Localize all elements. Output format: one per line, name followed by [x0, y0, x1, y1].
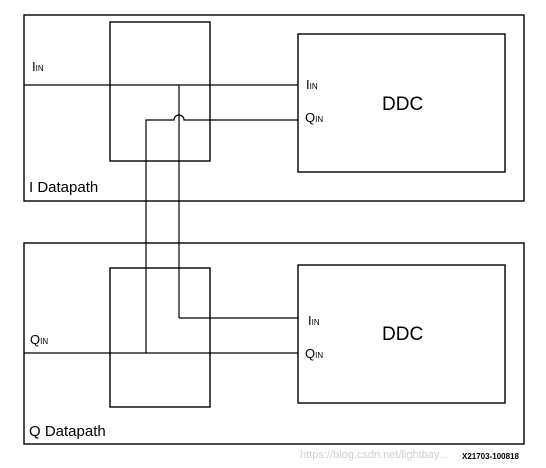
i-datapath-ddc-port-i: IIN [306, 77, 318, 92]
figure-code: X21703-100818 [462, 452, 519, 461]
i-datapath-ddc-block [297, 33, 506, 173]
i-datapath-ddc-port-q: QIN [305, 110, 323, 125]
q-datapath-ddc-port-q: QIN [305, 346, 323, 361]
i-datapath-ddc-title: DDC [382, 94, 423, 115]
i-datapath-panel-label: I Datapath [29, 179, 98, 196]
q-datapath-ddc-title: DDC [382, 324, 423, 345]
q-datapath-input-label: QIN [30, 332, 48, 347]
q-datapath-switch-block [109, 267, 211, 408]
i-datapath-input-label: IIN [32, 59, 44, 74]
q-datapath-ddc-block [297, 264, 506, 404]
i-datapath-switch-block [109, 21, 211, 162]
i-datapath-panel [23, 14, 525, 202]
q-to-i-ddc-wire [145, 114, 298, 353]
q-datapath-panel-label: Q Datapath [29, 423, 106, 440]
watermark: https://blog.csdn.net/lightbay... [300, 449, 448, 461]
q-datapath-ddc-port-i: IIN [308, 313, 320, 328]
q-datapath-panel [23, 242, 525, 445]
